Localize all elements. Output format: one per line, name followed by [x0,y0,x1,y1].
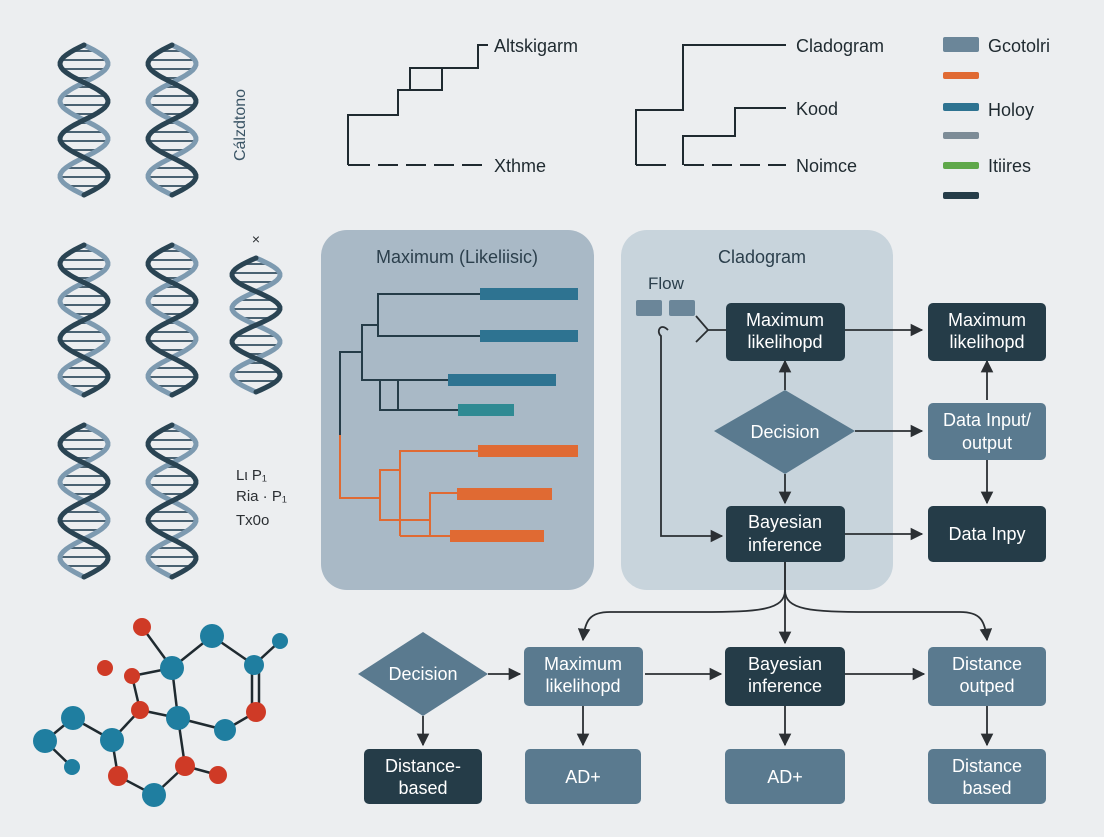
node-ml-right-line2: likelihopd [949,332,1024,352]
node-ml-bottom[interactable]: Maximum likelihopd [524,647,643,706]
node-decision-bottom[interactable]: Decision [358,632,488,716]
node-ml-panel[interactable]: Maximum likelihopd [726,303,845,361]
dna-side-label: Cálzdtono [232,89,249,161]
node-distance-based-left-line2: based [398,778,447,798]
dna-strand [57,422,111,580]
tree-label-cladogram: Cladogram [796,36,884,56]
node-ml-bottom-line1: Maximum [544,654,622,674]
node-bayes-bottom[interactable]: Bayesian inference [725,647,845,706]
dna-rungs [62,50,106,187]
node-bayes-panel-line1: Bayesian [748,512,822,532]
node-data-inpy-label: Data Inpy [948,524,1025,544]
dna-helix-group [57,42,283,580]
node-distance-based-left-line1: Distance- [385,756,461,776]
dna-strand [229,255,283,395]
node-ad-left-label: AD+ [565,767,601,787]
node-data-io[interactable]: Data Input/ output [928,403,1046,460]
legend-swatch-5 [943,162,979,169]
node-distance-based-right-line2: based [962,778,1011,798]
legend-label-1: Gcotolri [988,36,1050,56]
node-bayes-bottom-line1: Bayesian [748,654,822,674]
x-mark: × [252,231,260,247]
node-ml-right-line1: Maximum [948,310,1026,330]
node-data-io-line2: output [962,433,1012,453]
node-ad-mid-label: AD+ [767,767,803,787]
ml-bar-3 [448,374,556,386]
scribble-line-3: Tx0o [236,512,269,529]
node-decision-bottom-label: Decision [388,664,457,684]
tree-label-noimce: Noimce [796,156,857,176]
node-ml-panel-line2: likelihopd [747,332,822,352]
ml-bar-2 [480,330,578,342]
dna-rungs [150,250,194,387]
legend-swatch-3 [943,103,979,111]
node-distance-outped-line2: outped [959,676,1014,696]
ml-bar-6 [457,488,552,500]
cladogram-panel-title: Cladogram [718,247,806,267]
dna-strand [57,42,111,198]
legend-swatch-4 [943,132,979,139]
flow-connectors [416,315,994,747]
node-distance-based-left[interactable]: Distance- based [364,749,482,804]
legend-swatch-6 [943,192,979,199]
tree-label-xthme: Xthme [494,156,546,176]
dna-strand [145,42,199,198]
node-ml-panel-line1: Maximum [746,310,824,330]
node-ml-right[interactable]: Maximum likelihopd [928,303,1046,361]
ml-bar-5 [478,445,578,457]
legend-label-5: Itiires [988,156,1031,176]
node-bayes-bottom-line2: inference [748,676,822,696]
legend-label-3: Holoy [988,100,1034,120]
dna-rungs [62,430,106,567]
flow-chip-2 [669,300,695,316]
scribble-line-1: Lι P₁ [236,467,267,484]
scribble-line-2: Ria · P₁ [236,488,287,505]
tree-label-altskigarm: Altskigarm [494,36,578,56]
ml-bar-7 [450,530,544,542]
molecule-atoms [33,618,288,807]
node-distance-based-right-line1: Distance [952,756,1022,776]
node-bayes-panel[interactable]: Bayesian inference [726,506,845,562]
node-decision-panel-label: Decision [750,422,819,442]
flow-chip-1 [636,300,662,316]
node-bayes-panel-line2: inference [748,535,822,555]
node-ad-mid[interactable]: AD+ [725,749,845,804]
node-distance-outped[interactable]: Distance outped [928,647,1046,706]
legend: Gcotolri Holoy Itiires [943,36,1050,199]
node-data-inpy[interactable]: Data Inpy [928,506,1046,562]
flow-label: Flow [648,274,685,293]
node-data-io-line1: Data Input/ [943,410,1031,430]
top-right-tree [635,44,786,166]
ml-tree-branches-dark [339,293,480,435]
ml-tree-branches-orange [339,435,478,537]
legend-swatch-2 [943,72,979,79]
node-ml-bottom-line2: likelihopd [545,676,620,696]
ml-bar-1 [480,288,578,300]
dna-strand [57,242,111,398]
top-left-tree [347,44,488,166]
ml-panel-title: Maximum (Likeliisic) [376,247,538,267]
node-ad-left[interactable]: AD+ [525,749,641,804]
dna-strand [145,422,199,580]
node-decision-panel[interactable]: Decision [714,390,855,474]
tree-label-kood: Kood [796,99,838,119]
node-distance-based-right[interactable]: Distance based [928,749,1046,804]
legend-swatch-1 [943,37,979,52]
node-distance-outped-line1: Distance [952,654,1022,674]
dna-strand [145,242,199,398]
ml-bar-4 [458,404,514,416]
